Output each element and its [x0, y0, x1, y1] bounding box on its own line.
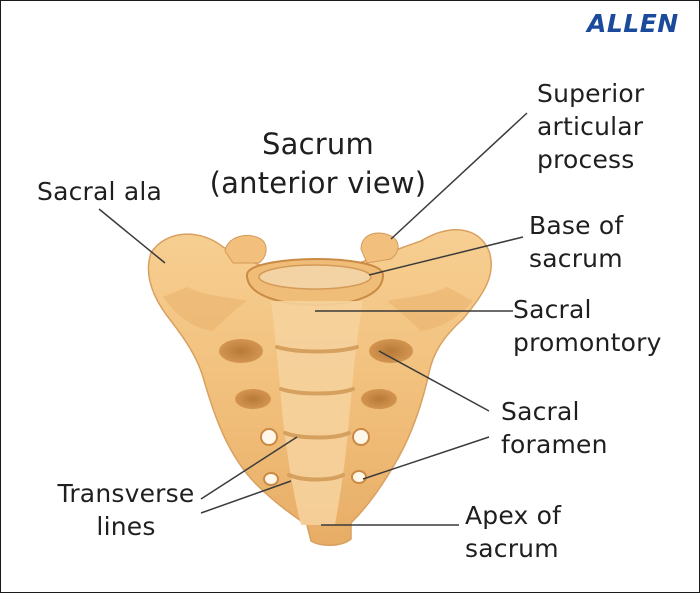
- leader-superior-articular-process: [390, 112, 528, 240]
- leader-sacral-ala: [98, 208, 166, 264]
- leader-transverse-lines-2: [200, 480, 292, 514]
- label-sacral-foramen: Sacral foramen: [501, 395, 608, 461]
- label-text: Superior: [537, 79, 645, 108]
- vertebral-column: [271, 301, 363, 525]
- label-text: lines: [96, 512, 156, 541]
- title-line-2: (anterior view): [209, 166, 427, 200]
- label-text: foramen: [501, 430, 608, 459]
- label-text: Apex of: [465, 501, 562, 530]
- label-text: Transverse: [57, 479, 195, 508]
- label-transverse-lines: Transverse lines: [51, 477, 201, 543]
- sacral-foramen-left-4: [263, 472, 279, 486]
- transverse-ridge-3: [283, 431, 351, 440]
- label-text: process: [537, 145, 635, 174]
- base-of-sacrum-surface: [258, 264, 372, 290]
- sacral-foramen-right-4: [351, 470, 367, 484]
- leader-lines: [98, 112, 528, 526]
- title-line-1: Sacrum: [262, 127, 374, 161]
- label-sacral-ala: Sacral ala: [37, 175, 162, 208]
- sacral-foramen-left-2: [235, 389, 271, 409]
- sacral-foramen-right-3: [352, 428, 370, 446]
- diagram-title: Sacrum (anterior view): [201, 125, 435, 203]
- sacral-foramen-right-1: [369, 339, 413, 363]
- transverse-ridge-4: [287, 473, 345, 482]
- label-superior-articular-process: Superior articular process: [537, 77, 644, 176]
- label-text: Base of: [529, 211, 624, 240]
- brand-logo: ALLEN: [587, 9, 679, 38]
- sacral-foramen-left-3: [260, 428, 278, 446]
- sacral-ala-shade-left: [163, 287, 247, 331]
- label-text: sacrum: [465, 534, 559, 563]
- label-text: articular: [537, 112, 644, 141]
- transverse-ridge-1: [275, 345, 359, 354]
- label-base-of-sacrum: Base of sacrum: [529, 209, 623, 275]
- label-text: sacrum: [529, 244, 623, 273]
- superior-articular-process-left: [224, 235, 267, 264]
- sacral-foramen-right-2: [361, 389, 397, 409]
- leader-sacral-foramen-1: [378, 350, 490, 412]
- label-text: Sacral: [513, 295, 592, 324]
- label-text: Sacral: [501, 397, 580, 426]
- label-text: Sacral ala: [37, 177, 163, 206]
- sacral-foramen-left-1: [219, 339, 263, 363]
- leader-base-of-sacrum: [368, 236, 524, 276]
- label-apex-of-sacrum: Apex of sacrum: [465, 499, 561, 565]
- label-text: promontory: [513, 328, 662, 357]
- leader-sacral-foramen-2: [362, 436, 490, 480]
- transverse-ridge-2: [279, 387, 355, 396]
- label-sacral-promontory: Sacral promontory: [513, 293, 662, 359]
- sacral-ala-shade-right: [387, 287, 473, 331]
- leader-transverse-lines-1: [200, 436, 298, 500]
